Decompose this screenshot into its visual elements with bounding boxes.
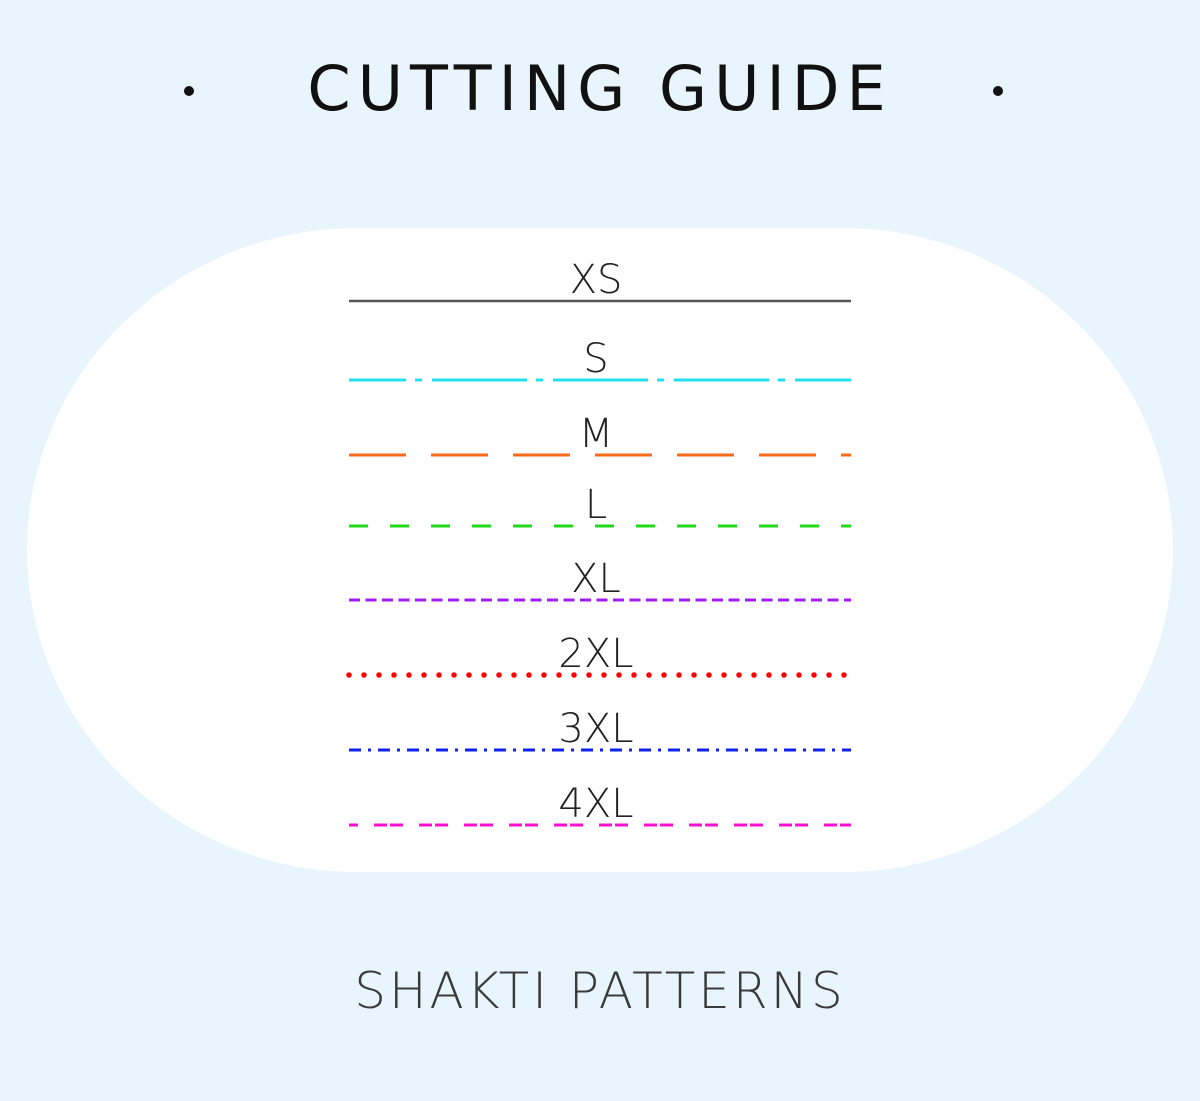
size-label-s: S (583, 336, 608, 382)
brand-name: SHAKTI PATTERNS (354, 962, 846, 1020)
page-title: CUTTING GUIDE (307, 52, 893, 125)
size-label-3xl: 3XL (558, 706, 633, 752)
size-label-m: M (579, 411, 614, 457)
title-bullet-right (993, 86, 1003, 96)
size-label-l: L (585, 482, 607, 528)
size-label-xl: XL (571, 556, 621, 602)
size-label-xs: XS (570, 257, 623, 303)
size-legend-card (27, 228, 1173, 872)
size-label-4xl: 4XL (558, 781, 633, 827)
size-label-2xl: 2XL (558, 631, 633, 677)
title-bullet-left (184, 86, 194, 96)
